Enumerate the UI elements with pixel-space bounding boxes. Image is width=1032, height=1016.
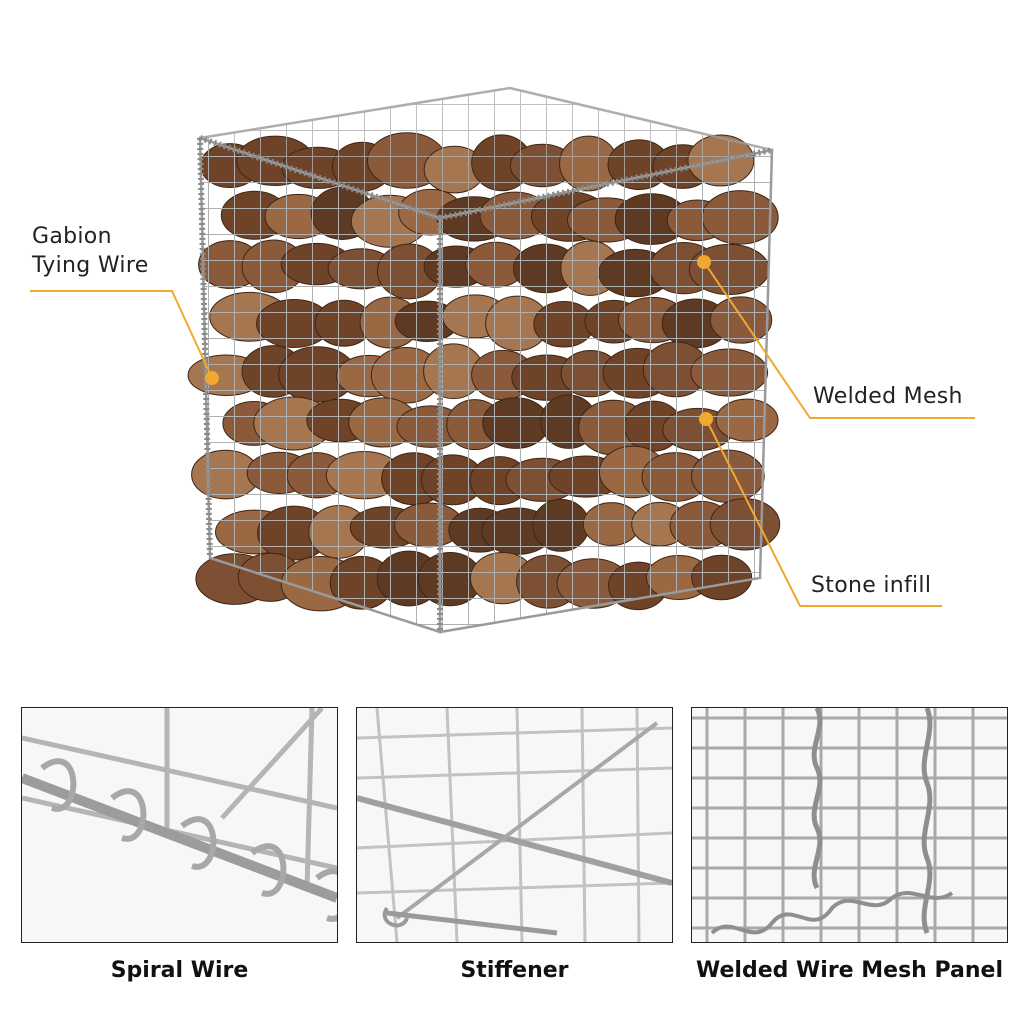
spiral-wire-caption: Spiral Wire [110,958,249,983]
stiffener-image [357,708,672,942]
callout-stone-infill [699,412,942,607]
stiffener-panel [356,707,673,943]
stiffener-caption: Stiffener [460,958,569,983]
tying-wire-label: Gabion Tying Wire [32,222,149,280]
spiral-wire-panel [21,707,338,943]
tying-wire-label-line1: Gabion [32,224,112,249]
welded-panel-panel [691,707,1008,943]
basket-frame [197,86,774,634]
welded-mesh-label: Welded Mesh [813,384,963,409]
callout-tying-wire [30,290,219,385]
welded-panel-caption: Welded Wire Mesh Panel [696,958,1003,983]
gabion-basket-illustration [30,86,975,634]
welded-panel-image [692,708,1007,942]
stone-infill-label: Stone infill [811,573,932,598]
tying-wire-label-line2: Tying Wire [32,253,149,278]
callout-welded-mesh [697,255,975,419]
spiral-wire-image [22,708,337,942]
